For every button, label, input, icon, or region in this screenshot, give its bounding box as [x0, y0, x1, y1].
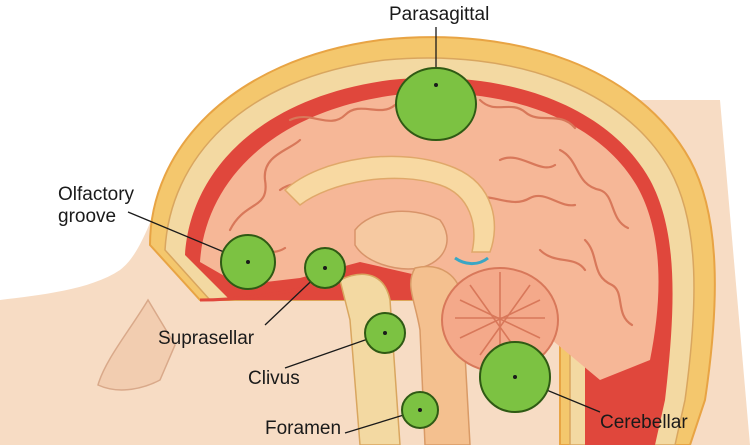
label-olfactory-line2: groove [58, 206, 117, 227]
label-olfactory-line1: Olfactory [58, 184, 135, 205]
ventricle [454, 256, 489, 266]
label-clivus: Clivus [248, 368, 300, 389]
label-foramen: Foramen [265, 418, 342, 439]
label-parasagittal: Parasagittal [389, 4, 490, 25]
nose [97, 298, 176, 391]
thalamus [354, 210, 448, 270]
corpus-callosum [283, 155, 496, 253]
tumor-centers [246, 83, 517, 412]
tumor-parasagittal [395, 67, 477, 141]
label-suprasellar: Suprasellar [158, 328, 255, 349]
label-cerebellar: Cerebellar [600, 412, 688, 433]
